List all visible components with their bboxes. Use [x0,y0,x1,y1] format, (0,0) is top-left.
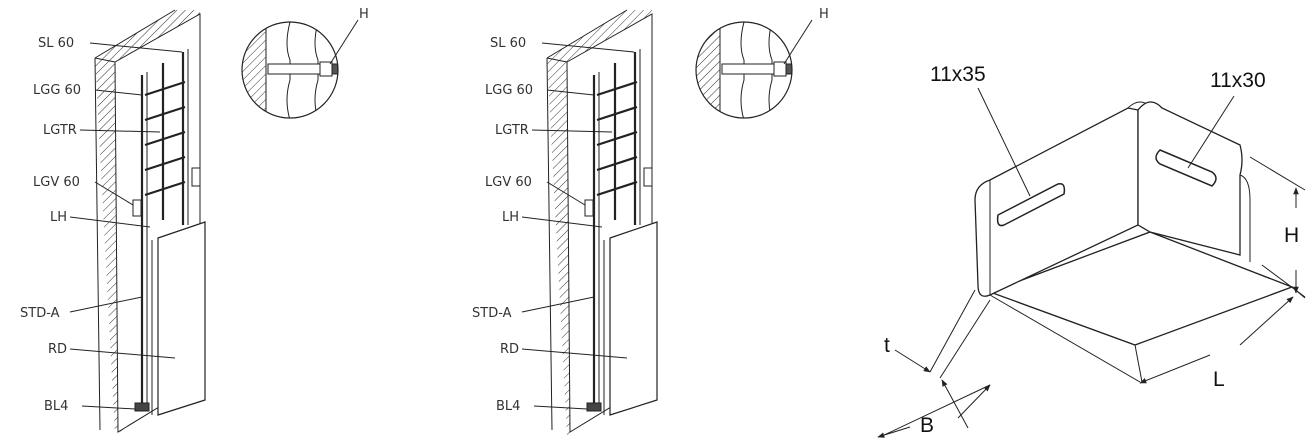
label-sl60: SL 60 [490,36,526,51]
slot-right [1155,149,1217,187]
wall-bracket [584,199,594,217]
label-lgg60: LGG 60 [33,83,81,98]
ladder-rungs [144,80,186,197]
label-lgtr: LGTR [43,123,77,138]
label-std-a: STD-A [20,306,60,321]
label-lh: LH [50,210,67,225]
detail-circle-2 [695,19,813,119]
dim-b-label: B [920,414,934,437]
cover-panel [157,221,206,416]
cover-panel [609,221,658,416]
label-lgg60: LGG 60 [485,83,533,98]
label-rd: RD [500,342,519,357]
label-lgtr: LGTR [495,123,529,138]
wall-bracket [132,199,142,217]
base-plate [134,402,150,412]
dim-t-label: t [884,334,890,357]
ladder-rungs [596,80,638,197]
detail-label-h: H [359,7,369,22]
label-lgv60: LGV 60 [33,175,80,190]
angle-bracket [974,87,1294,346]
bracket-right-flange [1137,101,1243,256]
label-sl60: SL 60 [38,36,74,51]
label-lgv60: LGV 60 [485,175,532,190]
detail-label-h: H [819,7,829,22]
wall-bracket [643,167,653,187]
dimension-lines [877,156,1306,438]
label-std-a: STD-A [472,306,512,321]
ladder-assembly-1 [94,9,206,435]
ladder-rails [140,49,189,410]
slot-left [996,182,1066,227]
dim-l-label: L [1213,368,1225,391]
ladder-rails [592,49,641,410]
label-bl4: BL4 [496,399,520,414]
label-bl4: BL4 [44,399,68,414]
slot-left-label: 11x35 [930,63,986,86]
leaders-assembly-2 [521,42,635,410]
label-rd: RD [48,342,67,357]
dim-h-label: H [1284,224,1299,247]
detail-circle-1 [241,19,359,119]
wall-bracket [191,167,201,187]
base-plate [586,402,602,412]
slot-right-label: 11x30 [1210,69,1266,92]
leaders-assembly-1 [69,42,183,410]
ladder-assembly-2 [546,9,658,435]
label-lh: LH [502,210,519,225]
